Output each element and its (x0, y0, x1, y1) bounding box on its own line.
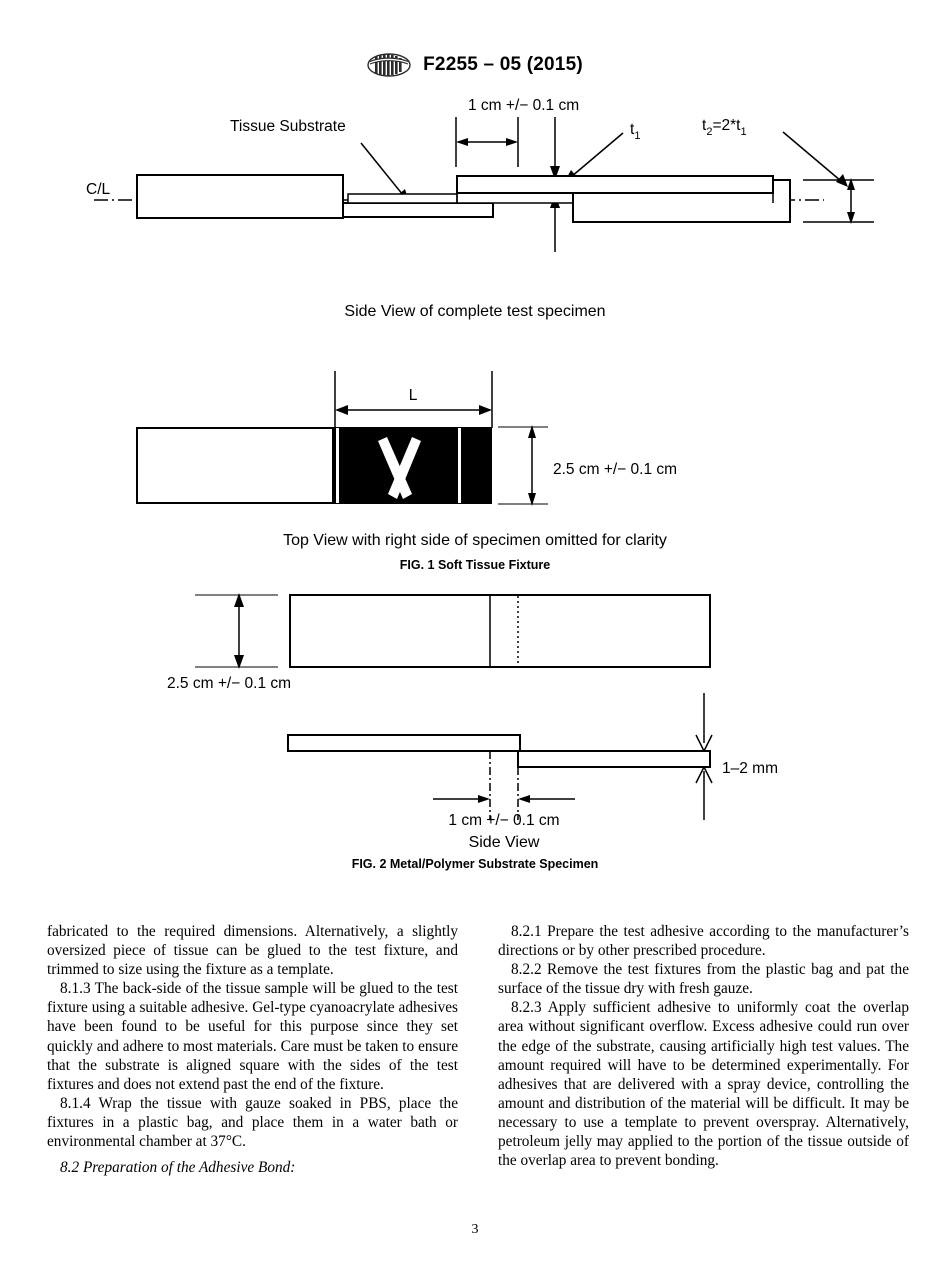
L-arrowhead-right (479, 405, 492, 415)
fig1-width-dimension-label: 2.5 cm +/− 0.1 cm (553, 461, 677, 478)
fig2-side-view-caption: Side View (469, 834, 540, 851)
fig2-overlap-dimension-label: 1 cm +/− 0.1 cm (448, 812, 559, 829)
right-text-column: 8.2.1 Prepare the test adhesive accordin… (498, 922, 909, 1177)
left-text-column: fabricated to the required dimensions. A… (47, 922, 458, 1177)
dim-arrowhead-right (506, 138, 518, 146)
specimen-x-mark (378, 437, 421, 499)
width-arrowhead-top (528, 425, 536, 438)
page-header: F2255 – 05 (2015) (0, 52, 950, 78)
figure-2-metal-polymer-substrate-specimen: 2.5 cm +/− 0.1 cm 1–2 mm 1 cm +/− 0.1 cm… (167, 593, 778, 871)
t2-arrowhead-bottom (847, 212, 855, 224)
paragraph-8-1-3: 8.1.3 The back-side of the tissue sample… (47, 980, 458, 1093)
paragraph-8-2-3: 8.2.3 Apply sufficient adhesive to unifo… (498, 999, 909, 1170)
paragraph-8-2-2: 8.2.2 Remove the test fixtures from the … (498, 961, 909, 998)
fig2-top-view-plate (289, 594, 711, 668)
fig1-top-view-drawing (136, 371, 548, 506)
dim-arrowhead-left (456, 138, 468, 146)
fig2-top-view-drawing (195, 593, 711, 669)
body-columns: fabricated to the required dimensions. A… (47, 922, 909, 1177)
t1-label-leader (570, 132, 624, 178)
specimen-edge-line-left (336, 428, 339, 503)
tissue-substrate-label: Tissue Substrate (230, 118, 346, 135)
lower-substrate-strip (342, 202, 494, 218)
paragraph-8-1-4: 8.1.4 Wrap the tissue with gauze soaked … (47, 1094, 458, 1151)
figure-1-soft-tissue-fixture: C/L Tissue Substrate 1 cm +/− 0.1 cm t1 … (86, 97, 874, 572)
L-arrowhead-left (335, 405, 348, 415)
t2-label-leader (782, 131, 842, 182)
paragraph-continued: fabricated to the required dimensions. A… (47, 923, 458, 979)
fig2-width-arrowhead-bottom (234, 655, 244, 669)
fig1-side-view-drawing (94, 117, 874, 252)
width-arrowhead-bottom (528, 493, 536, 506)
page-title: F2255 – 05 (2015) (423, 54, 583, 75)
tissue-substrate-leader (360, 142, 404, 196)
fig1-top-view-caption: Top View with right side of specimen omi… (283, 532, 667, 549)
heading-8-2: 8.2 Preparation of the Adhesive Bond: (60, 1158, 296, 1176)
fig2-lower-substrate-bar-redraw (517, 750, 711, 768)
fig2-caption: FIG. 2 Metal/Polymer Substrate Specimen (352, 857, 599, 871)
specimen-edge-line-right (458, 428, 461, 503)
fig2-upper-substrate-bar (287, 734, 521, 752)
astm-logo-icon (367, 53, 411, 77)
t1-upper-arrowhead (550, 166, 560, 180)
fig2-overlap-arrowhead-right (518, 795, 530, 803)
page-number: 3 (471, 1222, 479, 1237)
left-fixture-block (136, 174, 344, 219)
upper-substrate-strip-redraw (456, 175, 774, 194)
overlap-dimension-label: 1 cm +/− 0.1 cm (468, 97, 579, 114)
fig2-thickness-dimension-label: 1–2 mm (722, 760, 778, 777)
fig2-overlap-arrowhead-left (478, 795, 490, 803)
fig2-width-dimension-label: 2.5 cm +/− 0.1 cm (167, 675, 291, 692)
t1-label: t1 (630, 121, 640, 142)
fig1-caption: FIG. 1 Soft Tissue Fixture (400, 558, 551, 572)
fig2-width-arrowhead-top (234, 593, 244, 607)
fig2-side-view-drawing (287, 693, 713, 820)
top-view-fixture-plate (136, 427, 334, 504)
fig1-side-view-caption: Side View of complete test specimen (344, 303, 605, 320)
L-label: L (409, 387, 418, 404)
paragraph-8-2-1: 8.2.1 Prepare the test adhesive accordin… (498, 923, 909, 960)
t2-arrowhead-top (847, 178, 855, 190)
t2-label: t2=2*t1 (702, 117, 747, 138)
centerline-label: C/L (86, 181, 111, 198)
